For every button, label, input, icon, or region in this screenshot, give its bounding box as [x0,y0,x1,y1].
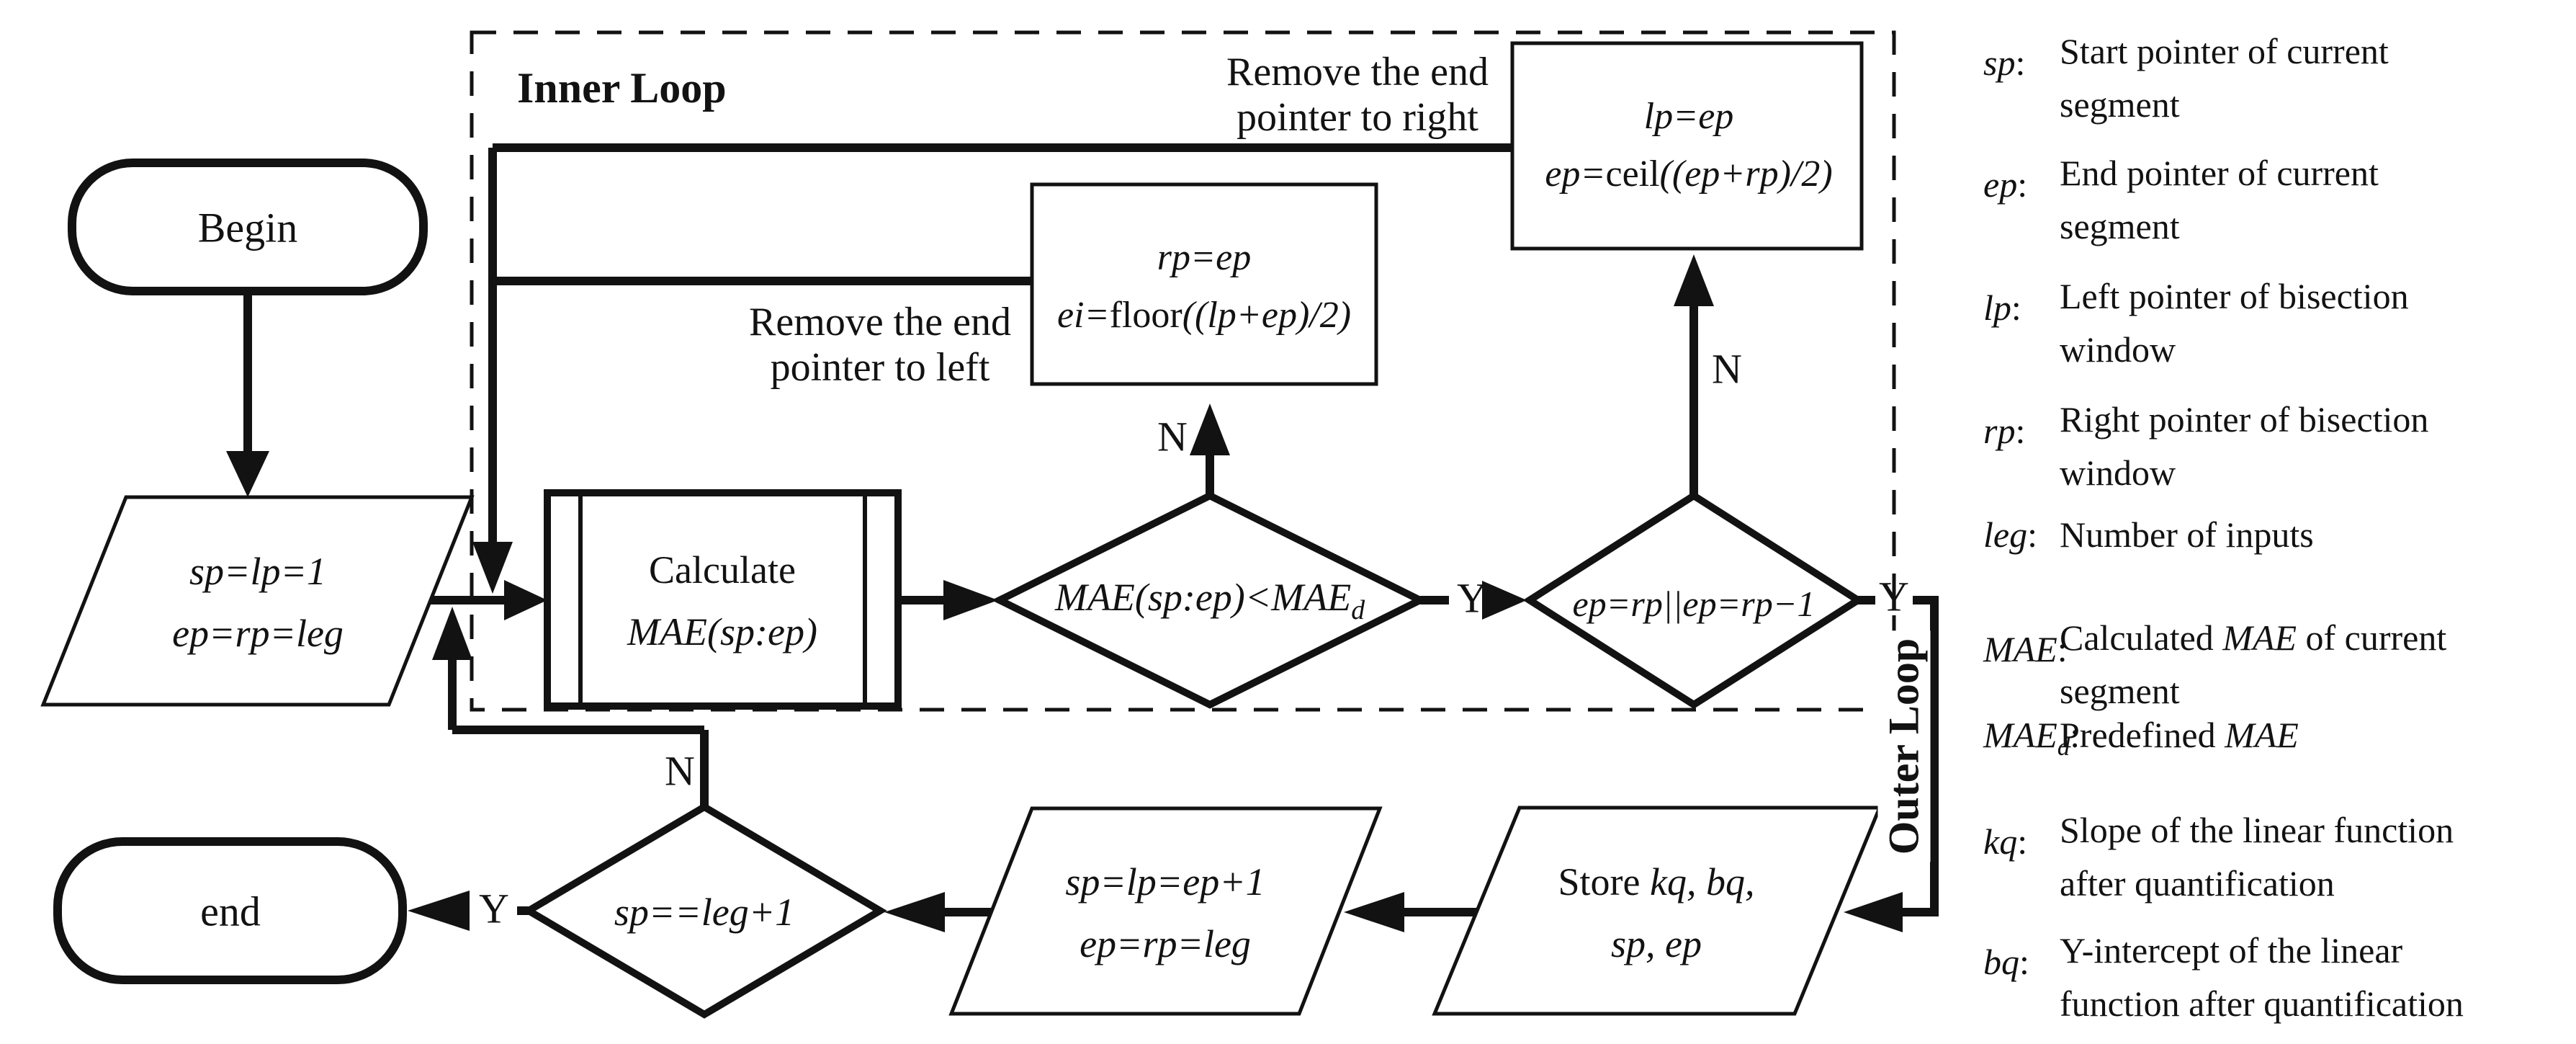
calculate-label: Calculate MAE(sp:ep) [627,548,817,653]
end-label: end [200,888,261,935]
legend-term: kq: [1983,821,2028,862]
end-node-shape [53,837,407,984]
legend-term: leg: [1983,514,2037,555]
arrowheads [226,254,1903,932]
store-io-shape [1432,806,1882,1016]
legend-term: bq: [1983,942,2029,982]
legend-term: MAEd: [1983,715,2081,761]
branch-yes-label-bisect: Y [1879,573,1909,620]
branch-yes-label-done: Y [479,885,509,932]
remove-right-box-label: lp=ep ep=ceil((ep+rp)/2) [1545,96,1833,195]
decision-bisect-label: ep=rp||ep=rp−1 [1572,584,1816,624]
legend-term: MAE: [1983,629,2068,669]
legend-term: lp: [1983,287,2021,328]
branch-yes-label-mae: Y [1457,574,1487,622]
legend-term: sp: [1983,43,2026,83]
inner-loop-title: Inner Loop [517,64,727,112]
inner-loop-boundary [470,30,1896,712]
store-io-label: Store kq, bq, sp, ep [1558,860,1755,965]
branch-no-label-done: N [665,747,695,795]
remove-left-box-label: rp=ep ei=floor((lp+ep)/2) [1056,237,1352,336]
init-io-label: sp=lp=1 ep=rp=leg [172,550,344,655]
flow-lines [243,143,1939,916]
legend-term: ep: [1983,164,2028,205]
branch-no-label-mae: N [1157,413,1188,460]
next-segment-io-shape [948,806,1383,1016]
branch-no-label-bisect: N [1712,345,1742,393]
remove-left-caption: Remove the end pointer to left [749,300,1011,390]
legend-def: Predefined MAE [2060,715,2299,755]
outer-loop-title: Outer Loop [1877,630,1931,862]
next-segment-io-label: sp=lp=ep+1 ep=rp=leg [1065,860,1265,965]
legend-def: Calculated MAE of current segment [2060,617,2447,711]
decision-done-shape [521,803,887,1019]
remove-right-caption: Remove the end pointer to right [1226,50,1489,140]
decision-done-label: sp==leg+1 [614,891,795,934]
begin-label: Begin [197,204,298,251]
legend-term: rp: [1983,411,2026,451]
decision-mae-label: MAE(sp:ep)<MAEd [1054,576,1365,625]
init-io-shape [40,495,475,707]
legend-def: Number of inputs [2060,514,2314,555]
